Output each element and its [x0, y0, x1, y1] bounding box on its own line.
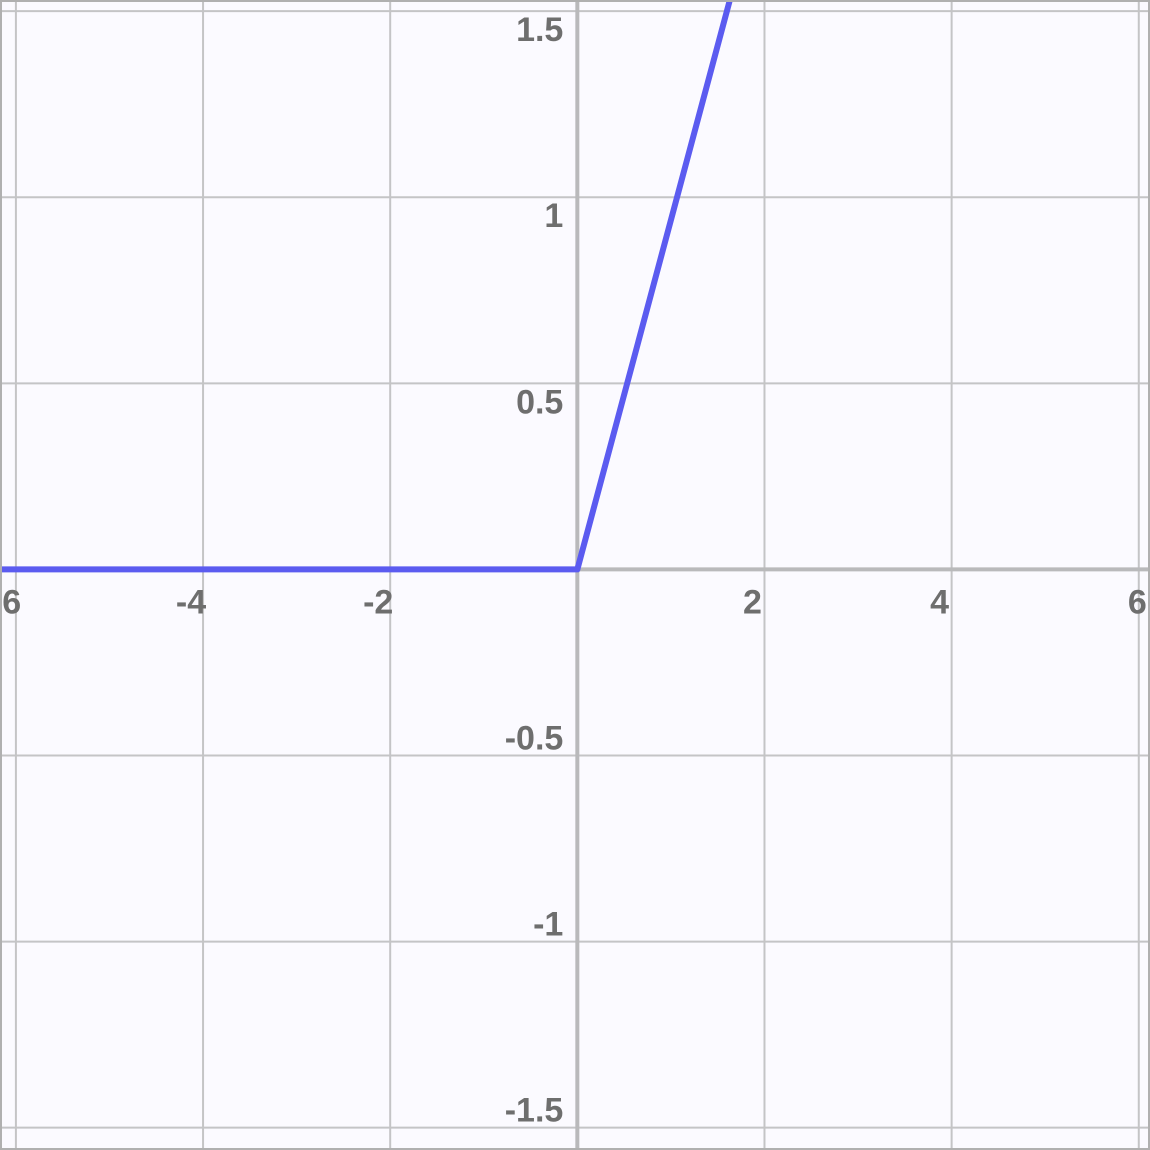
x-tick-label: -2 — [363, 583, 393, 621]
x-tick-label: 6 — [1128, 583, 1147, 621]
x-tick-label: 4 — [930, 583, 949, 621]
x-tick-labels: -6 -4 -2 2 4 6 — [0, 583, 1147, 621]
x-tick-label: -6 — [0, 583, 21, 621]
y-tick-label: 0.5 — [516, 383, 563, 421]
y-tick-labels: 1.5 1 0.5 -0.5 -1 -1.5 — [505, 11, 564, 1130]
y-tick-label: 1 — [544, 197, 563, 235]
y-tick-label: 1.5 — [516, 11, 563, 49]
y-tick-label: -1 — [533, 906, 563, 944]
y-tick-label: -0.5 — [505, 720, 564, 758]
x-tick-label: 2 — [743, 583, 762, 621]
x-tick-label: -4 — [176, 583, 206, 621]
series-layer — [0, 0, 733, 573]
series-line — [0, 0, 733, 573]
y-tick-label: -1.5 — [505, 1092, 564, 1130]
